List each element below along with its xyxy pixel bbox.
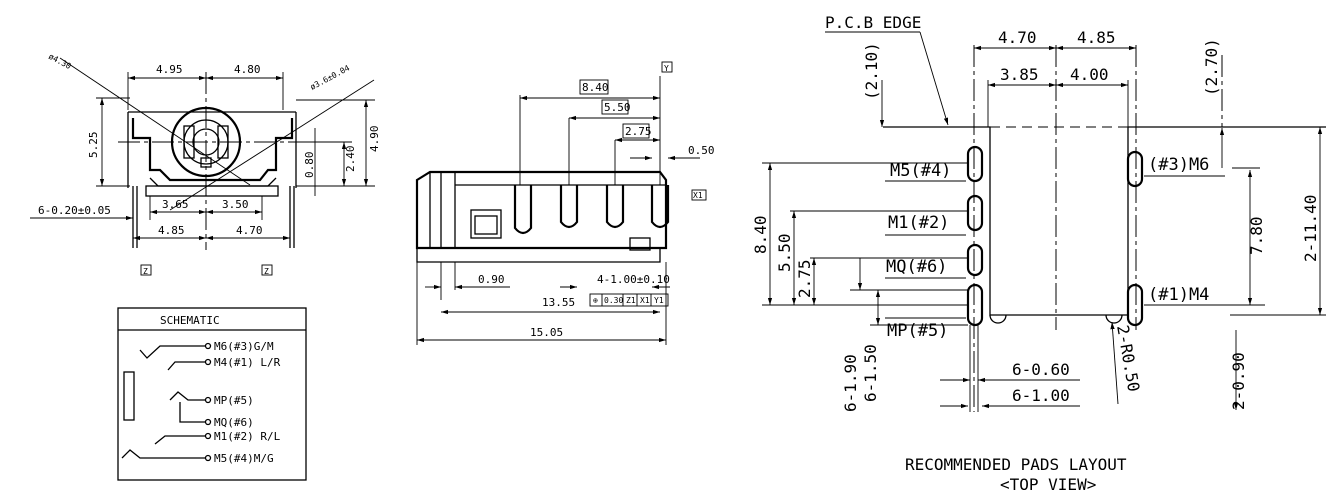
schematic-pin-m6: M6(#3)G/M	[214, 340, 274, 353]
schematic-pin-m4: M4(#1) L/R	[214, 356, 281, 369]
pad-dim-550: 5.50	[775, 233, 794, 272]
side-dim-275: 2.75	[625, 125, 652, 138]
pad-m4	[1126, 283, 1144, 327]
pad-m1	[966, 194, 984, 232]
pad-m6	[1126, 150, 1144, 188]
pad-top-dim-2: 3.85	[1000, 65, 1039, 84]
front-dim-top-left: 4.95	[156, 63, 183, 76]
pad-top-dim-1: 4.85	[1077, 28, 1116, 47]
front-dim-bot-left: 3.65	[162, 198, 189, 211]
front-dim-080: 0.80	[303, 152, 316, 179]
pad-label-m6: (#3)M6	[1148, 155, 1209, 175]
pad-dim-190: 6-1.90	[841, 354, 860, 412]
pad-dim-210: (2.10)	[862, 42, 881, 100]
side-dim-840: 8.40	[582, 81, 609, 94]
schematic-pin-m1: M1(#2) R/L	[214, 430, 281, 443]
tol-datum-z1: Z1	[626, 296, 636, 305]
pads-layout: P.C.B EDGE 4.70 4.85 3.85 4.00 (2.10) (2…	[751, 13, 1326, 494]
pad-dim-1140: 2-11.40	[1301, 195, 1320, 262]
pad-dim-780: 7.80	[1247, 216, 1266, 255]
side-datum-x: X1	[693, 191, 703, 200]
tol-datum-y1: Y1	[654, 296, 664, 305]
pad-mp	[966, 283, 984, 327]
side-dim-050: 0.50	[688, 144, 715, 157]
schematic-pin-m5: M5(#4)M/G	[214, 452, 274, 465]
pad-label-m4: (#1)M4	[1148, 285, 1209, 305]
front-view: 4.95 4.80 ø4.30 ø3.6±0.04 5.25 4.90 2.40…	[30, 52, 381, 276]
front-dim-height-right: 4.90	[368, 126, 381, 153]
front-dim-bot-right: 3.50	[222, 198, 249, 211]
pad-top-dim-3: 4.00	[1070, 65, 1109, 84]
pad-label-m1: M1(#2)	[888, 213, 949, 233]
front-dim-bot2-left: 4.85	[158, 224, 185, 237]
pad-dim-r050: 2-R0.50	[1113, 324, 1143, 394]
side-dim-550: 5.50	[604, 101, 631, 114]
pad-top-dim-0: 4.70	[998, 28, 1037, 47]
tol-value: 0.30	[604, 296, 623, 305]
pad-mq	[966, 243, 984, 277]
front-dia-left: ø4.30	[47, 52, 73, 71]
schematic-pin-mq: MQ(#6)	[214, 416, 254, 429]
pcb-edge-label: P.C.B EDGE	[825, 13, 921, 32]
side-dim-090: 0.90	[478, 273, 505, 286]
pad-label-m5: M5(#4)	[890, 161, 951, 181]
front-dia-right: ø3.6±0.04	[309, 63, 352, 91]
tolerance-frame: ⊕ 0.30 Z1 X1 Y1	[593, 294, 664, 306]
side-dim-1355: 13.55	[542, 296, 575, 309]
schematic-pin-mp: MP(#5)	[214, 394, 254, 407]
front-pin-note: 6-0.20±0.05	[38, 204, 111, 217]
tol-datum-x1: X1	[640, 296, 650, 305]
pad-dim-275: 2.75	[795, 259, 814, 298]
tol-symbol: ⊕	[593, 296, 598, 305]
pad-label-mp: MP(#5)	[887, 321, 948, 341]
pad-label-mq: MQ(#6)	[886, 257, 947, 277]
front-datum-left: Z	[143, 267, 148, 276]
pad-m5	[966, 145, 984, 183]
front-datum-right: Z	[264, 267, 269, 276]
pads-caption-line1: RECOMMENDED PADS LAYOUT	[905, 455, 1127, 474]
side-dim-1505: 15.05	[530, 326, 563, 339]
pad-dim-840: 8.40	[751, 215, 770, 254]
front-dim-240: 2.40	[344, 146, 357, 173]
front-dim-bot2-right: 4.70	[236, 224, 263, 237]
pad-dim-060: 6-0.60	[1012, 360, 1070, 379]
pads-caption-line2: <TOP VIEW>	[1000, 475, 1096, 494]
pad-dim-150: 6-1.50	[861, 344, 880, 402]
side-datum-top: Y	[664, 64, 669, 73]
side-view: 8.40 5.50 2.75 0.50 Y X1 0.90 4-1.00±0.1…	[415, 61, 715, 345]
side-pin-note: 4-1.00±0.10	[597, 273, 670, 286]
pad-dim-090: 2-0.90	[1229, 352, 1248, 410]
pad-dim-100: 6-1.00	[1012, 386, 1070, 405]
front-dim-top-right: 4.80	[234, 63, 261, 76]
schematic-title: SCHEMATIC	[160, 314, 220, 327]
schematic: SCHEMATIC M6(#3)G/M M4(#1) L/R MP(#5) MQ…	[117, 307, 307, 481]
front-dim-height-left: 5.25	[87, 132, 100, 159]
pad-dim-270: (2.70)	[1202, 38, 1221, 96]
